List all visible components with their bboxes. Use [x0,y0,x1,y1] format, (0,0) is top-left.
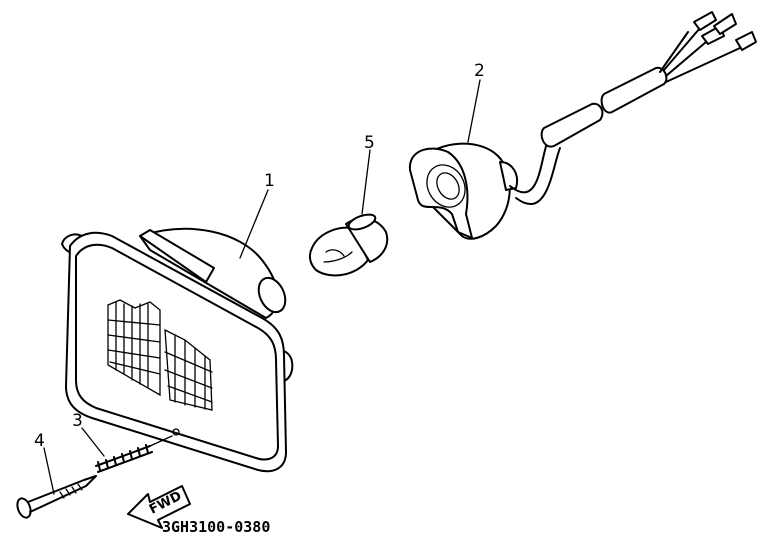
bulb [308,213,389,277]
part-code: 3GH3100-0380 [162,518,270,536]
adjust-screw [16,475,97,519]
bulb-socket [408,142,518,240]
callout-4: 4 [34,431,45,451]
wiring-harness [509,11,757,206]
adjust-spring [95,435,173,473]
lens-pattern [107,299,213,411]
callout-3: 3 [72,411,83,431]
callout-2: 2 [474,61,485,81]
leader-lines [43,79,481,495]
callout-1: 1 [264,171,275,191]
headlight-unit [61,227,294,473]
callout-5: 5 [364,133,375,153]
